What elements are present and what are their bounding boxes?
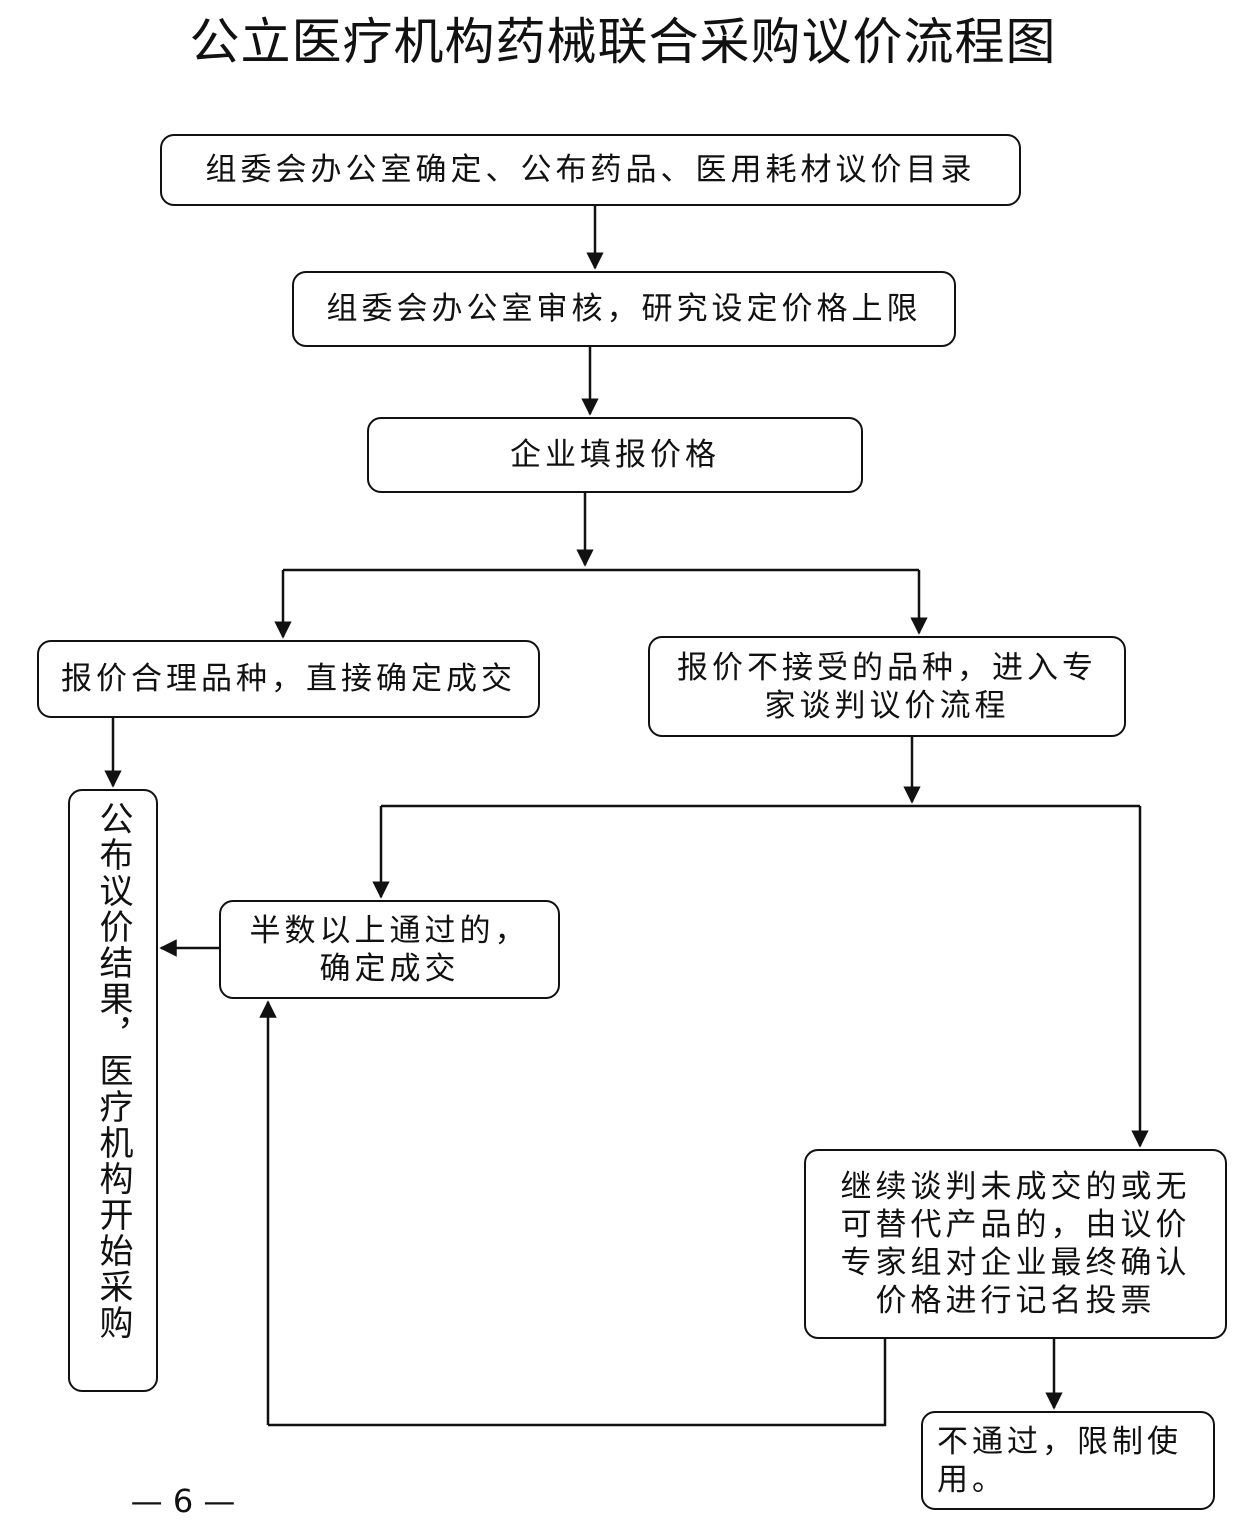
step-reasonable-text: 报价合理品种，直接确定成交 bbox=[61, 661, 516, 697]
page-number: — 6 — bbox=[130, 1482, 236, 1520]
step-review-text: 组委会办公室审核，研究设定价格上限 bbox=[326, 291, 922, 327]
step-publish-box: 公布议价结果，医疗机构开始采购 bbox=[68, 789, 158, 1392]
page-title: 公立医疗机构药械联合采购议价流程图 bbox=[189, 13, 1057, 71]
step-review-box: 组委会办公室审核，研究设定价格上限 bbox=[292, 271, 956, 347]
step-reject-text: 不通过，限制使用。 bbox=[937, 1423, 1182, 1498]
step-catalog-text: 组委会办公室确定、公布药品、医用耗材议价目录 bbox=[205, 152, 976, 188]
step-quote-box: 企业填报价格 bbox=[367, 417, 863, 493]
vote-pass-line bbox=[268, 1339, 887, 1427]
step-quote-text: 企业填报价格 bbox=[510, 437, 720, 473]
step-catalog-box: 组委会办公室确定、公布药品、医用耗材议价目录 bbox=[160, 134, 1021, 206]
step-reject-box: 不通过，限制使用。 bbox=[921, 1411, 1215, 1510]
step-reasonable-box: 报价合理品种，直接确定成交 bbox=[37, 640, 540, 718]
step-vote-text: 继续谈判未成交的或无可替代产品的，由议价专家组对企业最终确认价格进行记名投票 bbox=[840, 1169, 1191, 1319]
step-publish-text: 公布议价结果，医疗机构开始采购 bbox=[93, 801, 133, 1341]
step-majority-box: 半数以上通过的，确定成交 bbox=[219, 900, 560, 999]
step-majority-text: 半数以上通过的，确定成交 bbox=[249, 912, 530, 987]
step-vote-box: 继续谈判未成交的或无可替代产品的，由议价专家组对企业最终确认价格进行记名投票 bbox=[804, 1149, 1227, 1339]
step-negotiate-box: 报价不接受的品种，进入专家谈判议价流程 bbox=[648, 636, 1126, 737]
step-negotiate-text: 报价不接受的品种，进入专家谈判议价流程 bbox=[677, 649, 1097, 724]
